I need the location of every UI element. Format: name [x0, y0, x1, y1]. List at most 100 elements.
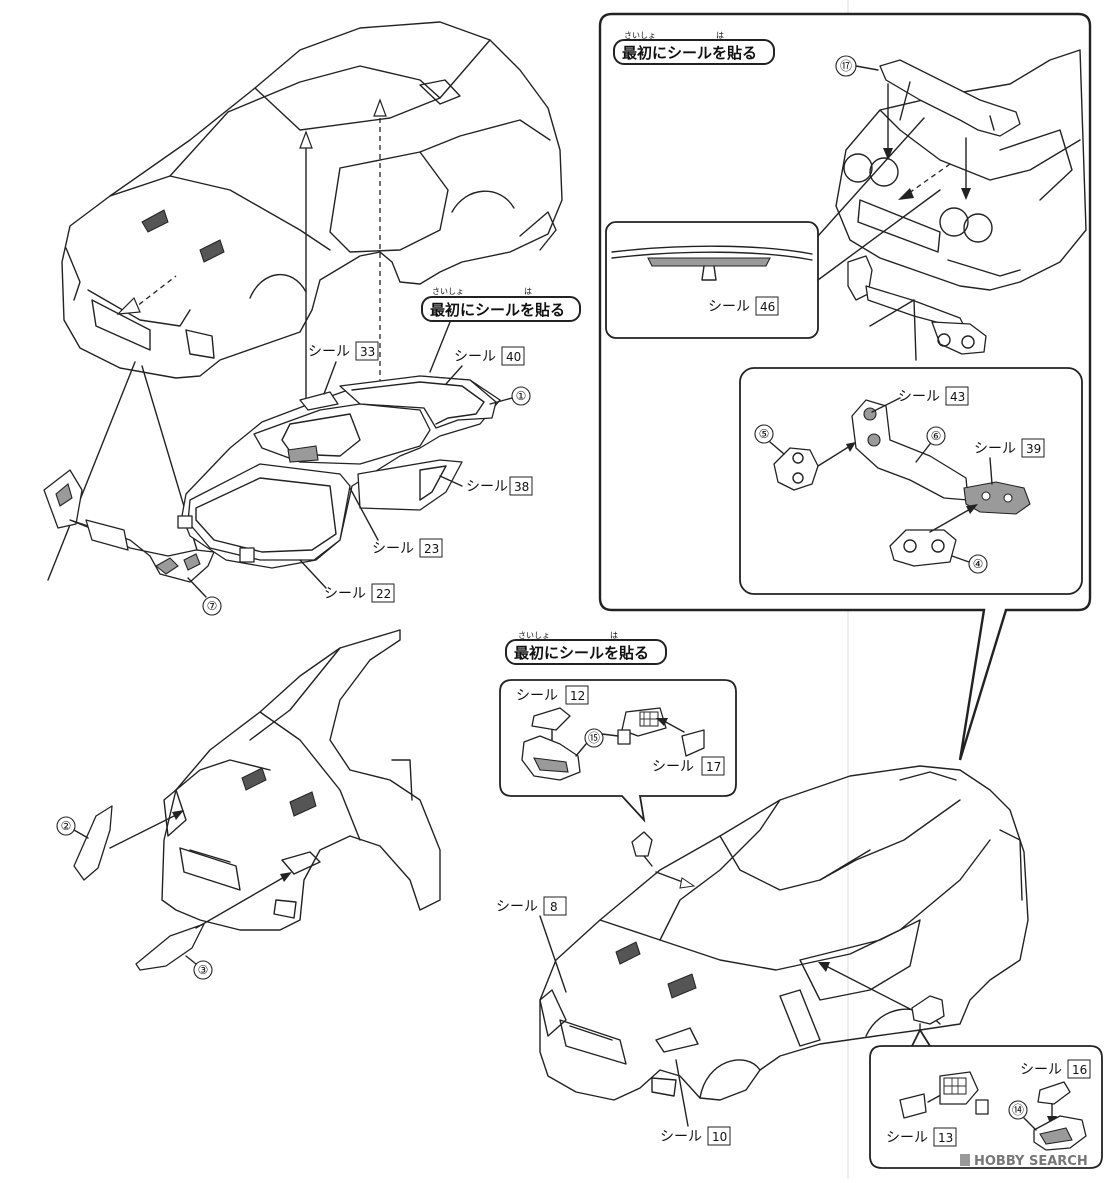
- part-number-6: ⑥: [915, 426, 946, 463]
- leader-line: [47, 361, 136, 581]
- seal-label-17: シール 17: [652, 756, 725, 776]
- seal-label-12: シール 12: [516, 685, 589, 705]
- part-number: ⑭: [1012, 1103, 1024, 1117]
- part-number-17: ⑰: [835, 55, 879, 77]
- ruby-text: は: [524, 287, 532, 296]
- seal-label-22: シール 22: [299, 559, 395, 603]
- rear-detail-callout: さいしょ は 最初にシールを貼る: [598, 12, 1092, 761]
- ruby-text: さいしょ: [518, 631, 550, 640]
- ruby-text: は: [610, 631, 618, 640]
- seal-number: 23: [424, 542, 439, 556]
- tag-frame: [505, 639, 667, 665]
- seal-label-40: シール 40: [445, 346, 525, 385]
- tag-text: 最初にシールを貼る: [622, 44, 757, 62]
- seal-label-13: シール 13: [886, 1127, 957, 1147]
- seal-word: シール: [466, 479, 508, 495]
- seal-number-box: [543, 896, 567, 916]
- tag-frame: [613, 39, 775, 65]
- right-mirror-part: [818, 962, 945, 1047]
- seal-number-box: [355, 341, 379, 361]
- car-front-middle-left: [161, 629, 441, 931]
- seal-number: 43: [950, 390, 965, 404]
- car-rear-view: [835, 49, 1087, 291]
- seal-word: シール: [516, 688, 558, 704]
- left-mirror-part: [631, 831, 696, 889]
- seal-number-box: [1021, 438, 1045, 458]
- part-number: ③: [198, 963, 209, 977]
- seal-number: 46: [760, 300, 775, 314]
- apply-seal-first-tag-rear: さいしょ は 最初にシールを貼る: [613, 31, 775, 65]
- car-body-top-left: [61, 21, 563, 379]
- part-number: ①: [516, 389, 527, 403]
- part-number: ⑮: [588, 731, 600, 745]
- seal-word: シール: [660, 1129, 702, 1145]
- tag-frame: [421, 296, 581, 322]
- part-number-7: ⑦: [187, 577, 222, 616]
- seal-word: シール: [974, 441, 1016, 457]
- part-number: ④: [973, 557, 984, 571]
- part-number: ⑦: [207, 599, 218, 613]
- seal-label-23: シール 23: [349, 487, 443, 558]
- seal-number-box: [755, 296, 779, 316]
- seal-number-box: [933, 1127, 957, 1147]
- ruby-text: さいしょ: [432, 287, 464, 296]
- seal-number-box: [501, 346, 525, 366]
- seal-word: シール: [1020, 1062, 1062, 1078]
- watermark: HOBBY SEARCH: [960, 1154, 1088, 1169]
- seal-word: シール: [708, 299, 750, 315]
- tag-text: 最初にシールを貼る: [514, 644, 649, 662]
- ruby-text: さいしょ: [624, 31, 656, 40]
- seal-number-box: [371, 583, 395, 603]
- seal-number-box: [945, 386, 969, 406]
- seal-label-10: シール 10: [660, 1059, 731, 1146]
- headlight-cover-part-3: ③: [135, 872, 292, 980]
- seal-word: シール: [324, 586, 366, 602]
- part-number-14: ⑭: [1008, 1100, 1037, 1131]
- part-number: ⑰: [840, 59, 852, 73]
- part-number: ⑥: [931, 429, 942, 443]
- seal-number-box: [509, 476, 533, 496]
- seal-word: シール: [898, 389, 940, 405]
- seal-number: 33: [360, 345, 375, 359]
- right-mirror-callout: シール 16 ⑭ シール 13: [869, 1028, 1103, 1169]
- seal-label-43: シール 43: [871, 386, 969, 413]
- car-body-bottom-right: [539, 765, 1029, 1101]
- tag-text: 最初にシールを貼る: [430, 301, 565, 319]
- seal-word: シール: [372, 541, 414, 557]
- seal-number: 17: [706, 760, 721, 774]
- seal-number: 22: [376, 587, 391, 601]
- headlight-cover-part-2: ②: [56, 805, 184, 881]
- part-number-1: ①: [489, 386, 531, 406]
- roof-glass-part: [177, 375, 501, 569]
- part-number: ②: [61, 819, 72, 833]
- seal-number: 10: [712, 1130, 727, 1144]
- diffuser-detail-box: [739, 367, 1083, 595]
- seal-number: 13: [938, 1131, 953, 1145]
- seal-label-38: シール 38: [439, 475, 533, 496]
- seal-number: 8: [550, 900, 558, 914]
- front-spoiler-part: [43, 469, 215, 583]
- seal-number: 38: [514, 480, 529, 494]
- seal-number: 12: [570, 689, 585, 703]
- seal-label-16: シール 16: [1020, 1059, 1091, 1079]
- seal-number: 40: [506, 350, 521, 364]
- seal-number-box: [565, 685, 589, 705]
- seal-word: シール: [886, 1130, 928, 1146]
- seal-number: 39: [1026, 442, 1041, 456]
- part-number-5: ⑤: [754, 424, 785, 455]
- apply-seal-first-tag-mirror: さいしょ は 最初にシールを貼る: [505, 631, 667, 665]
- diffuser-parts: [847, 255, 987, 361]
- part-number-15: ⑮: [575, 728, 619, 757]
- third-brake-light-callout: シール 46: [605, 117, 941, 339]
- seal-label-33: シール 33: [308, 341, 379, 395]
- watermark-text: HOBBY SEARCH: [974, 1154, 1088, 1169]
- part-number: ⑤: [759, 427, 770, 441]
- seal-word: シール: [496, 899, 538, 915]
- seal-word: シール: [454, 349, 496, 365]
- part-number-4: ④: [951, 554, 988, 574]
- seal-number-box: [707, 1126, 731, 1146]
- seal-word: シール: [652, 759, 694, 775]
- seal-label-39: シール 39: [974, 438, 1045, 485]
- left-mirror-callout: シール 12 ⑮ シール 17: [499, 679, 737, 823]
